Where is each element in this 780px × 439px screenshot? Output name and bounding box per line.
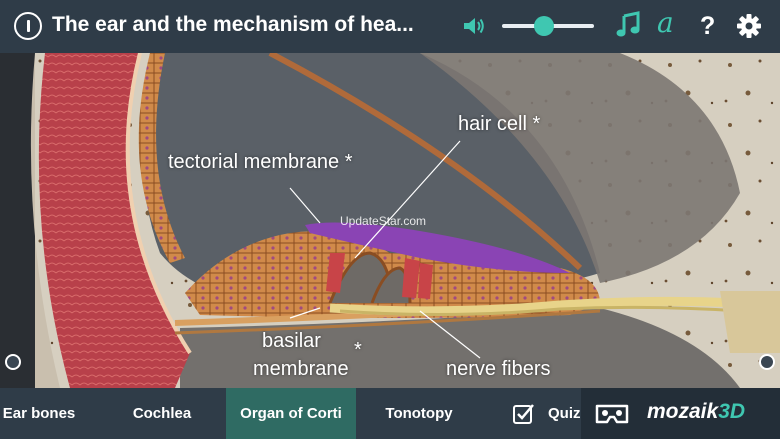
bottom-navigation: Ear bones Cochlea Organ of Corti Tonotop…: [0, 388, 780, 439]
label-membrane-text: membrane: [253, 358, 349, 380]
tab-label: Quiz: [548, 405, 581, 422]
watermark: UpdateStar.com: [340, 214, 427, 228]
tab-organ-of-corti[interactable]: Organ of Corti: [226, 388, 356, 439]
font-size-icon[interactable]: a: [657, 6, 674, 39]
vr-mode-button[interactable]: mozaik3D: [581, 388, 780, 439]
speaker-icon[interactable]: [462, 14, 486, 38]
page-title: The ear and the mechanism of hea...: [52, 13, 414, 36]
label-tectorial-text: tectorial membrane: [168, 151, 340, 173]
label-nerve-fibers[interactable]: nerve fibers: [446, 358, 551, 381]
tab-cochlea[interactable]: Cochlea: [102, 388, 222, 439]
tab-label: Organ of Corti: [240, 405, 342, 422]
tab-tonotopy[interactable]: Tonotopy: [356, 388, 482, 439]
quiz-check-icon: [513, 403, 534, 424]
label-star: *: [532, 113, 541, 135]
brand-accent: 3D: [718, 400, 746, 423]
right-rotate-handle[interactable]: [759, 354, 775, 370]
tab-label: Ear bones: [2, 405, 76, 422]
label-nerve-text: nerve fibers: [446, 358, 551, 380]
music-note-icon[interactable]: [616, 10, 642, 38]
tab-ear-bones[interactable]: Ear bones: [0, 388, 84, 439]
label-basilar[interactable]: basilar: [262, 330, 321, 353]
left-rotate-handle[interactable]: [5, 354, 21, 370]
organ-of-corti-illustration[interactable]: tectorial membrane * hair cell * basilar…: [0, 53, 780, 388]
label-basilar-star: *: [354, 339, 362, 362]
tab-quiz[interactable]: Quiz: [512, 388, 581, 439]
top-bar: The ear and the mechanism of hea... a ?: [0, 0, 780, 53]
tab-label: Tonotopy: [385, 405, 453, 422]
volume-thumb[interactable]: [534, 16, 555, 36]
label-basilar-text: basilar: [262, 330, 321, 352]
label-membrane[interactable]: membrane: [253, 358, 349, 381]
cochlea-cross-section: [0, 53, 780, 388]
volume-slider[interactable]: [502, 16, 594, 36]
tab-label: Cochlea: [132, 405, 192, 422]
label-star: *: [354, 339, 362, 361]
brand-main: mozaik: [647, 400, 719, 423]
label-star: *: [344, 151, 353, 173]
mozaik3d-logo: mozaik3D: [647, 400, 745, 424]
vr-headset-icon: [595, 404, 629, 424]
gear-icon[interactable]: [736, 13, 762, 39]
info-icon[interactable]: [14, 12, 42, 40]
help-icon[interactable]: ?: [700, 12, 716, 40]
label-hair-cell-text: hair cell: [458, 113, 527, 135]
label-hair-cell[interactable]: hair cell *: [458, 113, 540, 136]
label-tectorial-membrane[interactable]: tectorial membrane *: [168, 151, 353, 174]
